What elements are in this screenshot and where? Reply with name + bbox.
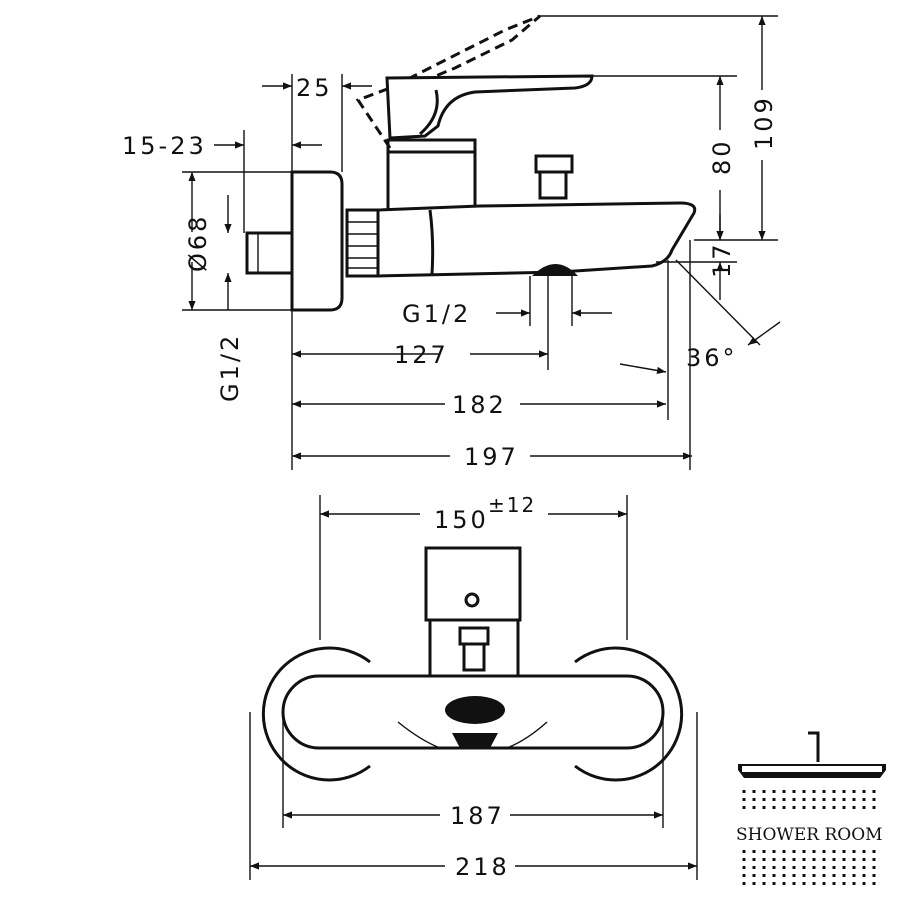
wall-rosette-side bbox=[290, 170, 344, 312]
dim-g12-bottom: G1/2 bbox=[402, 300, 471, 328]
wall-rosette-right bbox=[574, 646, 684, 782]
dim-109: 109 bbox=[750, 95, 778, 150]
dim-15-23: 15-23 bbox=[122, 132, 207, 160]
dim-150: 150 bbox=[434, 506, 489, 534]
dim-150-tolerance: ±12 bbox=[488, 493, 536, 517]
front-extension-lines bbox=[249, 495, 698, 880]
diverter-knob bbox=[534, 154, 574, 174]
dim-182: 182 bbox=[452, 391, 507, 419]
dim-17: 17 bbox=[708, 241, 736, 278]
diverter-stem bbox=[458, 626, 490, 646]
side-dimension-arrows bbox=[188, 16, 781, 460]
side-view bbox=[245, 14, 697, 312]
aerator bbox=[532, 264, 578, 276]
dim-dia68: Ø68 bbox=[184, 214, 212, 272]
dim-218: 218 bbox=[455, 853, 510, 881]
dim-25: 25 bbox=[296, 74, 333, 102]
union-nut bbox=[345, 208, 380, 278]
handle-front bbox=[424, 546, 522, 622]
cartridge-body bbox=[386, 150, 477, 212]
water-drops bbox=[742, 790, 876, 886]
handle-lever bbox=[385, 74, 594, 140]
dim-80: 80 bbox=[708, 138, 736, 175]
shower-room-logo: SHOWER ROOM bbox=[736, 731, 886, 886]
spout-body bbox=[376, 201, 697, 278]
dim-187: 187 bbox=[450, 802, 505, 830]
eccentric-connector bbox=[245, 231, 294, 275]
handle-indicator-dot bbox=[464, 592, 480, 608]
front-view bbox=[261, 546, 684, 782]
front-dimension-arrows bbox=[250, 510, 697, 870]
dim-36-degrees: 36° bbox=[686, 344, 738, 372]
side-dimension-labels: 25 15-23 Ø68 G1/2 G1/2 127 182 197 109 8… bbox=[122, 74, 778, 471]
dim-197: 197 bbox=[464, 443, 519, 471]
aerator-front bbox=[445, 696, 505, 724]
dim-g12-left: G1/2 bbox=[216, 333, 244, 402]
wall-rosette-left bbox=[261, 646, 371, 782]
front-dimension-labels: 150 ±12 187 218 bbox=[434, 493, 536, 881]
logo-text: SHOWER ROOM bbox=[736, 825, 883, 845]
dim-127: 127 bbox=[394, 341, 449, 369]
shower-head-icon bbox=[738, 731, 886, 778]
